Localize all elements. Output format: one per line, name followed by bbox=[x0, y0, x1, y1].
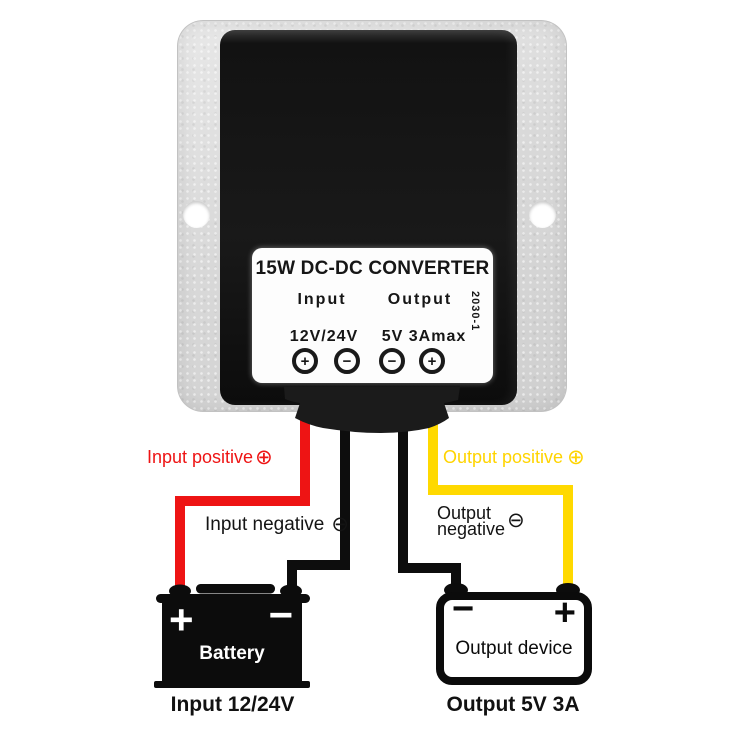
plus-circle-icon: ⊕ bbox=[567, 446, 585, 469]
input-negative-label: Input negative ⊖ bbox=[205, 514, 349, 536]
output-spec: 5V 3Amax bbox=[381, 328, 467, 345]
output-caption: Output 5V 3A bbox=[446, 693, 580, 716]
wire-input-positive bbox=[175, 398, 310, 591]
input-caption: Input 12/24V bbox=[170, 693, 295, 716]
mounting-hole-right bbox=[529, 201, 556, 228]
input-positive-text: Input positive bbox=[147, 447, 254, 468]
output-positive-label: Output positive ⊕ bbox=[443, 447, 585, 468]
battery-lid bbox=[156, 594, 310, 603]
mounting-hole-left bbox=[183, 201, 210, 228]
screw-terminal-input-negative-icon: − bbox=[334, 348, 360, 374]
input-spec: 12V/24V bbox=[289, 328, 359, 345]
device-minus-sign: − bbox=[452, 588, 475, 630]
output-negative-line2: negative bbox=[437, 519, 506, 539]
battery-handle bbox=[196, 584, 275, 594]
battery-plus-sign: + bbox=[169, 596, 194, 643]
output-negative-text: Output negative bbox=[437, 503, 506, 539]
battery-minus-sign: − bbox=[268, 591, 293, 638]
converter-spec-label: 15W DC-DC CONVERTER Input Output 2030-1 … bbox=[252, 248, 493, 383]
minus-circle-icon: ⊖ bbox=[507, 508, 525, 532]
screw-terminal-output-negative-icon: − bbox=[379, 348, 405, 374]
output-negative-line1: Output bbox=[437, 503, 492, 523]
wire-output-positive bbox=[428, 398, 573, 591]
output-device: − + Output device bbox=[436, 588, 592, 685]
output-positive-text: Output positive bbox=[443, 447, 564, 468]
battery: + − Battery bbox=[162, 594, 302, 681]
output-negative-label: Output negative ⊖ bbox=[437, 503, 525, 539]
input-heading: Input bbox=[297, 291, 347, 308]
converter-title: 15W DC-DC CONVERTER bbox=[255, 258, 490, 279]
output-device-name: Output device bbox=[455, 638, 573, 659]
device-plus-sign: + bbox=[553, 592, 576, 634]
model-code: 2030-1 bbox=[469, 291, 481, 332]
output-heading: Output bbox=[387, 291, 453, 308]
input-negative-text: Input negative bbox=[205, 514, 325, 535]
cable-grommet bbox=[284, 387, 460, 433]
input-positive-label: Input positive ⊕ bbox=[147, 447, 273, 468]
plus-circle-icon: ⊕ bbox=[255, 446, 273, 469]
wire-input-negative bbox=[287, 398, 350, 591]
screw-terminal-output-positive-icon: + bbox=[419, 348, 445, 374]
battery-base bbox=[154, 681, 310, 688]
battery-name: Battery bbox=[199, 643, 265, 664]
wire-output-negative bbox=[398, 398, 461, 591]
screw-terminal-input-positive-icon: + bbox=[292, 348, 318, 374]
minus-circle-icon: ⊖ bbox=[331, 513, 349, 537]
